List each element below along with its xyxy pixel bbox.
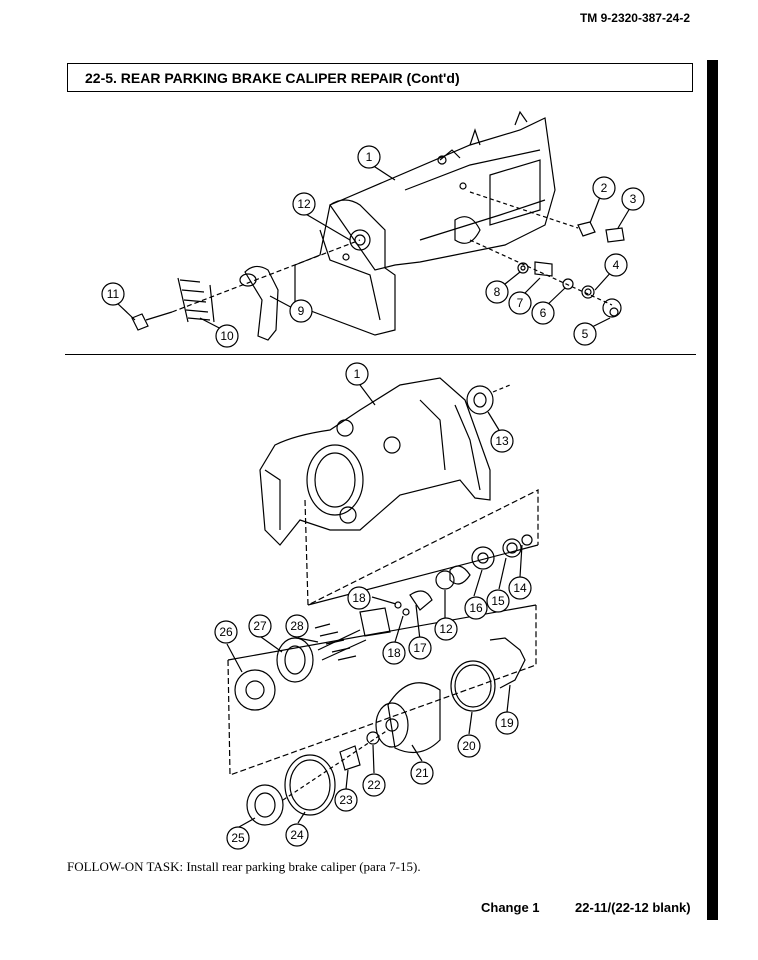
callout-4: 4 [613,258,620,272]
page-edge-bar [707,60,718,920]
page-number: 22-11/(22-12 blank) [575,900,691,915]
section-title-box: 22-5. REAR PARKING BRAKE CALIPER REPAIR … [67,63,693,92]
callout-14: 14 [513,581,527,595]
callout-18-b: 18 [387,646,401,660]
callout-7: 7 [517,296,524,310]
callout-17: 17 [413,641,427,655]
callout-23: 23 [339,793,353,807]
callout-9: 9 [298,304,305,318]
section-title: 22-5. REAR PARKING BRAKE CALIPER REPAIR … [85,70,460,86]
callout-6: 6 [540,306,547,320]
callout-28: 28 [290,619,304,633]
callout-12-top: 12 [297,197,311,211]
callout-25: 25 [231,831,245,845]
callout-5: 5 [582,327,589,341]
callout-24: 24 [290,828,304,842]
top-callouts [115,164,631,333]
callout-15: 15 [491,594,505,608]
top-small-parts [131,191,625,341]
callout-13: 13 [495,434,509,448]
bottom-piston-parts [246,637,526,826]
callout-16: 16 [469,601,483,615]
callout-22: 22 [367,778,381,792]
callout-12-bottom: 12 [439,622,453,636]
callout-2: 2 [601,181,608,195]
callout-19: 19 [500,716,514,730]
callout-3: 3 [630,192,637,206]
change-number: Change 1 [481,900,540,915]
follow-on-task: FOLLOW-ON TASK: Install rear parking bra… [67,859,421,874]
bottom-internal-parts [234,534,533,711]
bottom-frame-upper [304,489,539,606]
callout-10: 10 [220,329,234,343]
bottom-callouts [226,384,523,828]
callout-1-top: 1 [366,150,373,164]
callout-8: 8 [494,285,501,299]
callout-1-bottom: 1 [354,367,361,381]
figure-divider [65,354,696,355]
callout-18-a: 18 [352,591,366,605]
callout-20: 20 [462,739,476,753]
bottom-caliper-housing [259,377,511,546]
callout-27: 27 [253,619,267,633]
callout-26: 26 [219,625,233,639]
tm-number: TM 9-2320-387-24-2 [579,11,690,25]
callout-21: 21 [415,766,429,780]
callout-11: 11 [107,287,120,301]
